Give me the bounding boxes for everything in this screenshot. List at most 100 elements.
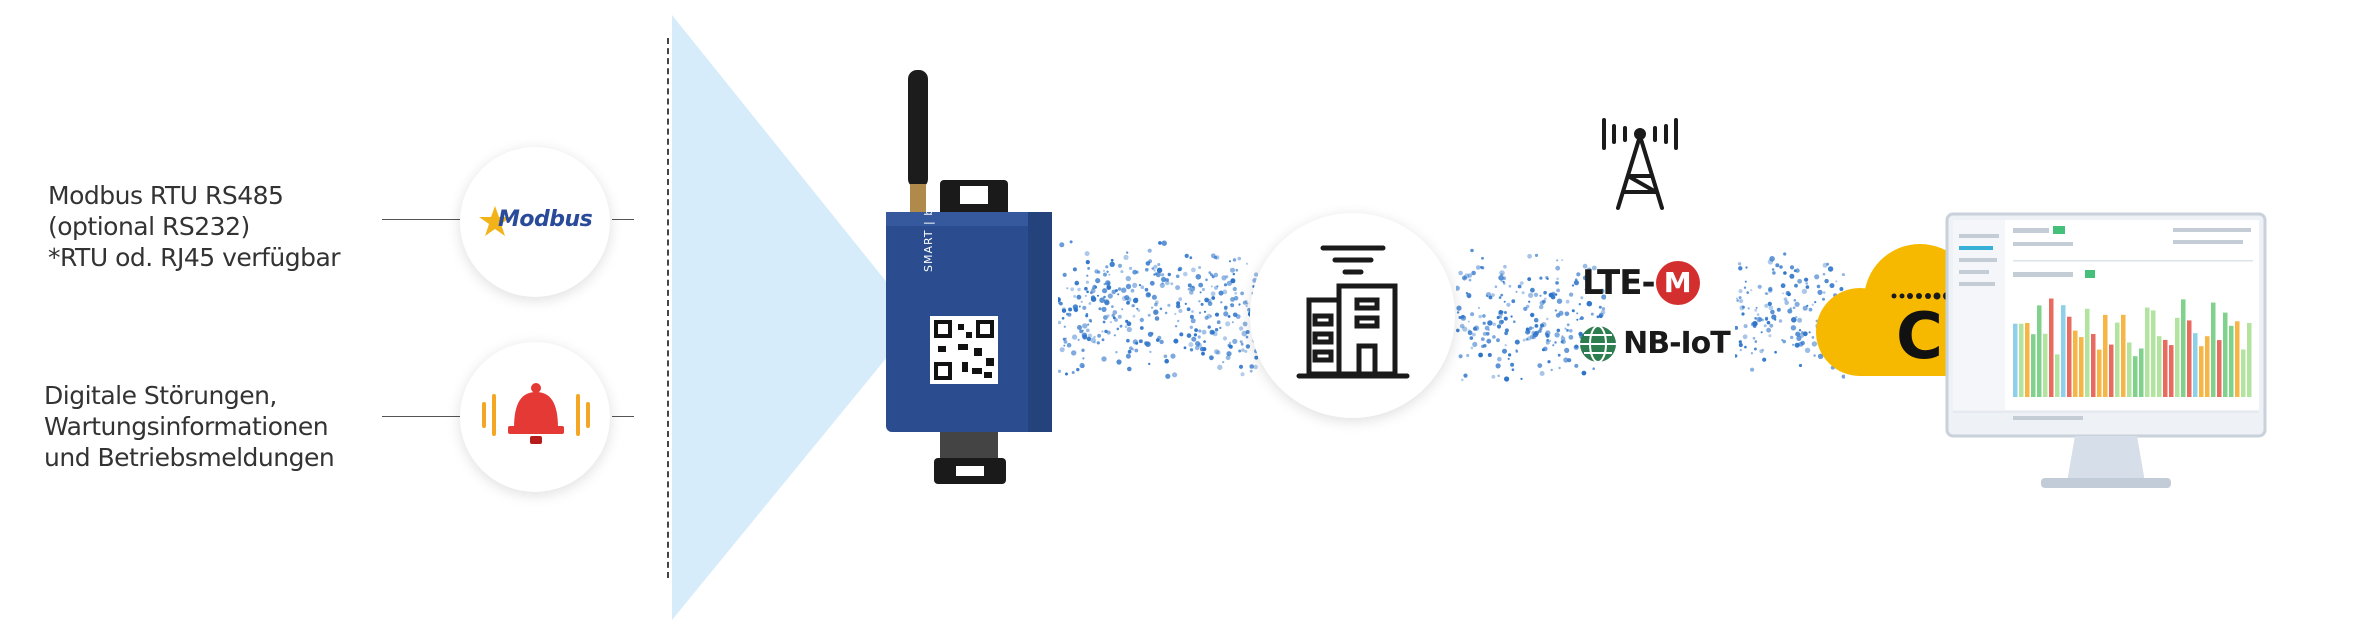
stream-dot <box>1184 253 1189 258</box>
cloud-letter: C <box>1896 300 1943 374</box>
stream-dot <box>1539 371 1545 376</box>
stream-dot <box>1200 302 1204 306</box>
stream-dot <box>1768 286 1773 292</box>
stream-dot <box>1201 287 1205 292</box>
stream-dot <box>1215 312 1219 317</box>
stream-dot <box>1237 256 1242 261</box>
stream-dot <box>1525 337 1529 341</box>
stream-dot <box>1153 273 1156 276</box>
stream-dot <box>1114 289 1118 293</box>
stream-dot <box>1458 270 1463 276</box>
stream-dot <box>1798 341 1804 347</box>
stream-dot <box>1500 273 1503 276</box>
stream-dot <box>1782 339 1786 344</box>
stream-dot <box>1203 310 1207 313</box>
stream-dot <box>1526 304 1530 309</box>
modbus-label-line-1: Modbus RTU RS485 <box>48 181 284 210</box>
stream-dot <box>1117 263 1123 268</box>
stream-dot <box>1750 352 1754 355</box>
stream-dot <box>1222 336 1228 341</box>
stream-dot <box>1179 332 1184 337</box>
dot-stream-middle <box>1456 248 1606 382</box>
stream-dot <box>1161 240 1167 246</box>
stream-dot <box>1221 275 1227 281</box>
stream-dot <box>1076 367 1080 372</box>
dashboard-bar <box>2175 317 2180 397</box>
stream-dot <box>1482 314 1486 318</box>
alarm-label-line-2: Wartungsinformationen <box>44 412 329 441</box>
stream-dot <box>1097 333 1101 338</box>
stream-dot <box>1153 269 1156 272</box>
stream-dot <box>1098 307 1102 311</box>
stream-dot <box>1801 331 1804 334</box>
stream-dot <box>1074 282 1078 285</box>
alarm-label-line-3: und Betriebsmeldungen <box>44 443 335 472</box>
stream-dot <box>1741 312 1745 316</box>
stream-dot <box>1195 274 1202 280</box>
stream-dot <box>1766 320 1771 325</box>
stream-dot <box>1738 296 1742 300</box>
stream-dot <box>1738 266 1743 271</box>
stream-dot <box>1771 314 1777 320</box>
stream-dot <box>1084 294 1087 297</box>
stream-dot <box>1497 374 1500 378</box>
dashboard-bar <box>2151 310 2156 397</box>
stream-dot <box>1077 338 1080 341</box>
dashboard-bar <box>2061 305 2066 397</box>
stream-dot <box>1510 315 1513 318</box>
stream-dot <box>1103 283 1106 286</box>
stream-dot <box>1580 316 1584 320</box>
stream-dot <box>1189 348 1194 352</box>
stream-dot <box>1239 340 1243 344</box>
stream-dot <box>1114 318 1118 322</box>
lte-m-logo: LTE- M <box>1582 258 1700 308</box>
dashboard-bar <box>2223 312 2228 397</box>
stream-dot <box>1792 306 1796 310</box>
stream-dot <box>1210 253 1216 259</box>
stream-dot <box>1058 297 1061 303</box>
stream-dot <box>1738 289 1743 294</box>
stream-dot <box>1189 290 1194 295</box>
stream-dot <box>1502 348 1507 354</box>
stream-dot <box>1736 299 1739 302</box>
stream-dot <box>1205 278 1208 282</box>
stream-dot <box>1778 319 1783 323</box>
dashboard-bar <box>2181 299 2186 397</box>
stream-dot <box>1554 341 1557 344</box>
stream-dot <box>1231 321 1234 324</box>
stream-dot <box>1145 267 1149 272</box>
stream-dot <box>1582 275 1588 281</box>
stream-dot <box>1240 372 1245 377</box>
stream-dot <box>1797 278 1802 284</box>
stream-dot <box>1245 335 1249 339</box>
stream-dot <box>1534 253 1539 257</box>
stream-dot <box>1145 261 1151 266</box>
stream-dot <box>1191 267 1196 273</box>
stream-dot <box>1194 328 1198 332</box>
stream-dot <box>1061 317 1065 320</box>
stream-dot <box>1573 280 1579 286</box>
stream-dot <box>1528 292 1534 298</box>
stream-dot <box>1245 344 1251 349</box>
stream-dot <box>1517 284 1522 289</box>
stream-dot <box>1759 349 1764 354</box>
stream-dot <box>1590 312 1594 316</box>
stream-dot <box>1213 272 1219 278</box>
dashboard-bar <box>2133 356 2138 397</box>
stream-dot <box>1526 329 1531 333</box>
device-brand-bsmr: bsmr <box>922 183 935 216</box>
stream-dot <box>1561 335 1564 338</box>
device-brand-smart: SMART <box>922 229 935 272</box>
stream-dot <box>1739 348 1742 352</box>
stream-dot <box>1223 283 1228 287</box>
stream-dot <box>1125 319 1129 323</box>
stream-dot <box>1078 305 1081 308</box>
stream-dot <box>1134 348 1139 353</box>
stream-dot <box>1496 338 1500 343</box>
dashboard-bar <box>2013 323 2018 397</box>
stream-dot <box>1151 294 1157 300</box>
stream-dot <box>1578 331 1583 337</box>
stream-dot <box>1081 348 1085 352</box>
stream-dot <box>1767 301 1772 306</box>
stream-dot <box>1805 285 1810 289</box>
